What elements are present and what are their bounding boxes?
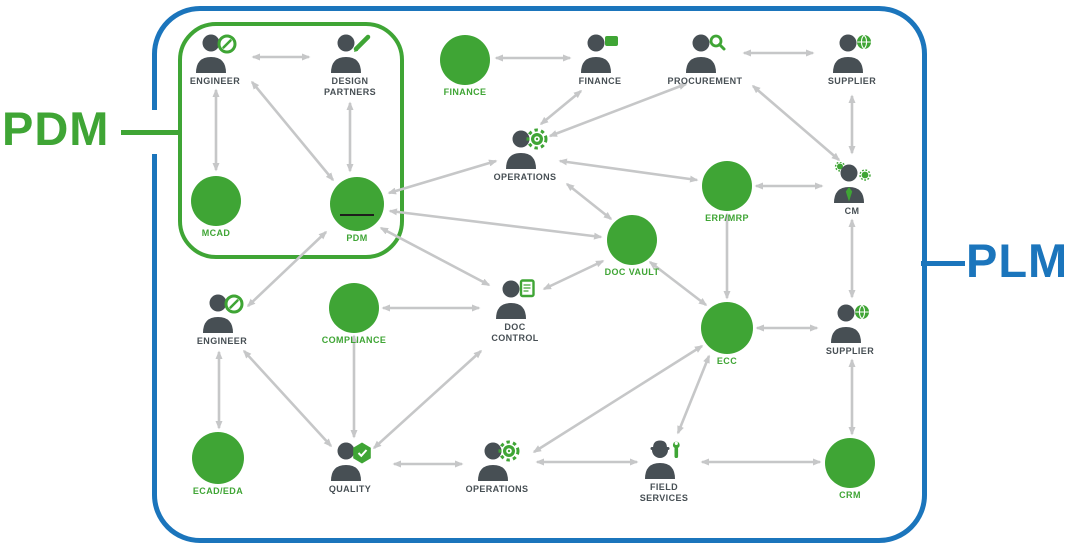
compliance-circle bbox=[329, 283, 379, 333]
node-label: FINANCE bbox=[443, 87, 487, 97]
node-label: ENGINEER bbox=[196, 336, 248, 346]
node-operations-bottom: OPERATIONS bbox=[447, 440, 547, 495]
doc-vault-circle bbox=[607, 215, 657, 265]
person-hardhat-wrench-icon bbox=[645, 439, 680, 479]
node-label: FIELD SERVICES bbox=[639, 482, 689, 503]
edge-pdm-system-doc-control bbox=[379, 226, 491, 287]
pdm-circle bbox=[330, 177, 384, 231]
person-card-icon bbox=[581, 34, 618, 73]
person-pencil-icon bbox=[331, 34, 371, 73]
person-wrench-badge-icon bbox=[196, 34, 237, 73]
node-label: MCAD bbox=[201, 228, 231, 238]
edge-procurement-cm bbox=[751, 85, 841, 161]
node-label: DOC VAULT bbox=[604, 267, 660, 277]
edge-operations-top-doc-vault bbox=[565, 182, 613, 221]
node-supplier-top: SUPPLIER bbox=[802, 32, 902, 87]
node-field-services: FIELD SERVICES bbox=[614, 438, 714, 503]
person-gear-icon bbox=[506, 128, 548, 169]
node-label: SUPPLIER bbox=[825, 346, 875, 356]
person-wrench-badge-icon bbox=[203, 294, 244, 333]
ecad-eda-circle bbox=[192, 432, 244, 484]
edge-operations-top-procurement bbox=[548, 82, 688, 138]
person-globe-icon bbox=[833, 34, 871, 73]
node-label: DESIGN PARTNERS bbox=[323, 76, 377, 97]
node-design-partners: DESIGN PARTNERS bbox=[300, 32, 400, 97]
node-doc-vault: DOC VAULT bbox=[582, 215, 682, 278]
node-compliance: COMPLIANCE bbox=[304, 283, 404, 346]
person-globe-icon bbox=[831, 304, 869, 343]
edge-quality-doc-control bbox=[372, 349, 483, 450]
person-magnifier-icon bbox=[686, 34, 726, 73]
ecc-circle bbox=[701, 302, 753, 354]
pdm-circle-detail bbox=[340, 213, 374, 217]
crm-circle bbox=[825, 438, 875, 488]
node-label: ENGINEER bbox=[189, 76, 241, 86]
person-gears-tie-icon bbox=[834, 162, 871, 203]
edge-pdm-system-operations-top bbox=[387, 159, 498, 195]
person-document-icon bbox=[496, 279, 535, 319]
node-label: DOC CONTROL bbox=[491, 322, 539, 343]
node-operations-top: OPERATIONS bbox=[475, 128, 575, 183]
plm-label: PLM bbox=[966, 234, 1069, 287]
node-label: PROCUREMENT bbox=[667, 76, 743, 86]
node-finance-system: FINANCE bbox=[415, 35, 515, 98]
plm-connector-line bbox=[921, 261, 965, 266]
edge-operations-top-finance-person bbox=[539, 89, 583, 126]
plm-boundary-box bbox=[152, 6, 927, 543]
node-doc-control: DOC CONTROL bbox=[465, 278, 565, 343]
edge-ecc-operations-bottom bbox=[532, 344, 704, 454]
edge-doc-control-doc-vault bbox=[542, 259, 605, 291]
node-ecc: ECC bbox=[677, 302, 777, 367]
node-label: ECC bbox=[716, 356, 738, 366]
node-label: QUALITY bbox=[328, 484, 372, 494]
finance-circle bbox=[440, 35, 490, 85]
edge-engineer-left-quality bbox=[242, 349, 333, 448]
edge-operations-top-erp-mrp bbox=[558, 158, 699, 183]
node-mcad: MCAD bbox=[166, 176, 266, 239]
node-label: CRM bbox=[839, 490, 861, 500]
mcad-circle bbox=[191, 176, 241, 226]
edge-doc-vault-ecc bbox=[648, 260, 708, 307]
edge-pdm-system-doc-vault bbox=[388, 208, 603, 240]
node-quality: QUALITY bbox=[300, 440, 400, 495]
erp-mrp-circle bbox=[702, 161, 752, 211]
node-engineer-top: ENGINEER bbox=[165, 32, 265, 87]
node-label: CM bbox=[844, 206, 860, 216]
node-label: COMPLIANCE bbox=[321, 335, 387, 345]
node-pdm-system: PDM bbox=[307, 177, 407, 244]
edge-engineer-left-pdm-system bbox=[246, 230, 328, 308]
node-label: FINANCE bbox=[578, 76, 622, 86]
node-supplier-mid: SUPPLIER bbox=[800, 302, 900, 357]
node-engineer-left: ENGINEER bbox=[172, 292, 272, 347]
node-ecad-eda: ECAD/EDA bbox=[168, 432, 268, 497]
node-cm: CM bbox=[802, 162, 902, 217]
node-label: ERP/MRP bbox=[705, 213, 749, 223]
node-label: PDM bbox=[346, 233, 368, 243]
node-label: OPERATIONS bbox=[465, 484, 529, 494]
pdm-label: PDM bbox=[2, 102, 110, 155]
pdm-connector-line bbox=[121, 130, 178, 135]
node-procurement: PROCUREMENT bbox=[655, 32, 755, 87]
node-label: OPERATIONS bbox=[493, 172, 557, 182]
edge-engineer-top-pdm-system bbox=[250, 80, 335, 182]
node-finance-person: FINANCE bbox=[550, 32, 650, 87]
person-gear-icon bbox=[478, 440, 520, 481]
person-hexagon-icon bbox=[331, 442, 371, 481]
edge-ecc-field-services bbox=[676, 354, 711, 435]
node-label: ECAD/EDA bbox=[192, 486, 244, 496]
node-erp-mrp: ERP/MRP bbox=[677, 161, 777, 224]
node-crm: CRM bbox=[800, 438, 900, 501]
node-label: SUPPLIER bbox=[827, 76, 877, 86]
